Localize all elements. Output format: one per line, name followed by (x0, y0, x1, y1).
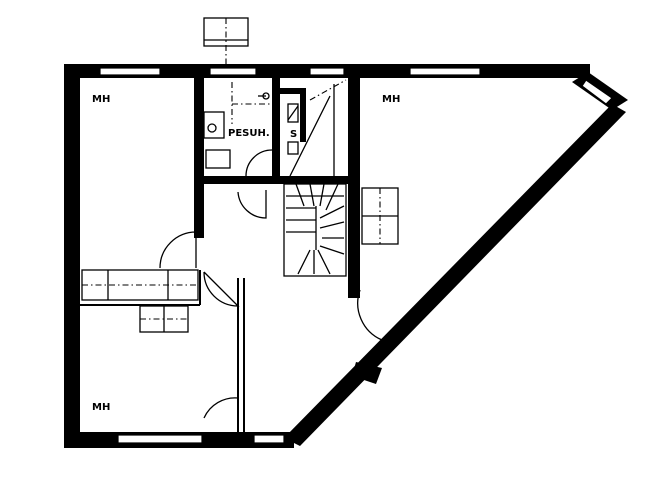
wardrobes (81, 187, 399, 333)
room-label-pesuh: PESUH. (228, 128, 270, 139)
roof-vent (203, 17, 249, 64)
doors (159, 149, 383, 432)
staircase (283, 79, 347, 277)
windows (99, 67, 613, 444)
room-labels: MH MH MH PESUH. S (92, 94, 400, 413)
room-label-s: S (290, 129, 297, 140)
interior-walls (80, 78, 360, 432)
room-label-mh-top-right: MH (382, 94, 400, 105)
room-label-mh-top-left: MH (92, 94, 110, 105)
room-label-mh-bottom-left: MH (92, 402, 110, 413)
washroom-fixtures (203, 82, 299, 169)
